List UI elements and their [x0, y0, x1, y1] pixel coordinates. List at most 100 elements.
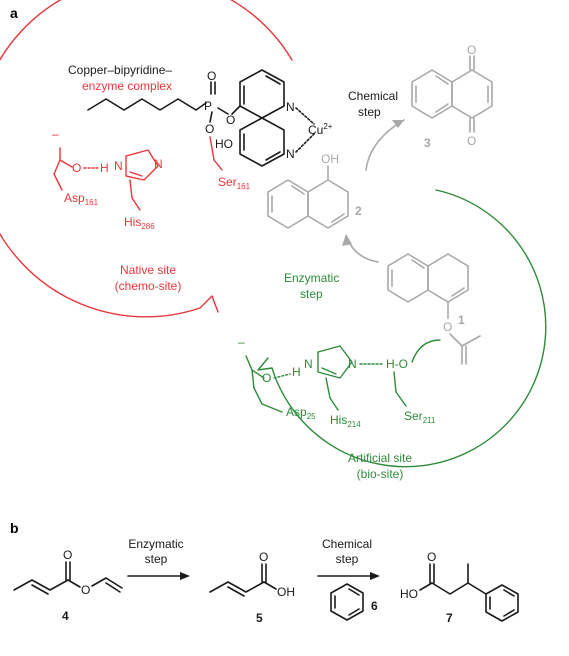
- upper-ring-to-oxygen: [231, 105, 241, 115]
- his214-inner-bond: [321, 367, 337, 375]
- naphthoquinone-quinone-ring: [451, 69, 493, 119]
- asp25-carbonyl-bond: [251, 369, 255, 389]
- compound-4-vinyl-double: [105, 582, 121, 593]
- his286-nitrogen-1: N: [114, 159, 123, 173]
- his214-nitrogen-2: N: [348, 357, 357, 371]
- panel-b-chemical-label-line1: Chemical: [322, 537, 372, 551]
- naphthyl-acetate-inner-bond-3: [451, 287, 465, 297]
- compound-5-oh-bond: [263, 581, 277, 590]
- p-o-aryl-bond: [217, 107, 229, 115]
- complex-label-line1: Copper–bipyridine–: [68, 63, 172, 77]
- native-site-label-line2: (chemo-site): [115, 279, 182, 293]
- his286-inner-bond: [129, 171, 143, 177]
- naphthyl-acetate-inner-bond-2: [411, 259, 425, 269]
- naphthol-hydroxyl: OH: [321, 152, 339, 166]
- artificial-site-label-line2: (bio-site): [357, 467, 404, 481]
- his214-imidazole-ring: [317, 345, 353, 379]
- bipyridine-ring-upper: [239, 69, 285, 119]
- benzene-double-3: [348, 608, 360, 616]
- his214-side-chain: [325, 377, 339, 411]
- p-o-ser-bond: [209, 111, 213, 123]
- compound-5-carbonyl-oxygen: O: [259, 550, 268, 564]
- compound-7-number: 7: [446, 611, 453, 625]
- naphthol-inner-bond-2: [291, 185, 305, 195]
- pyridine-nitrogen-upper: N: [286, 100, 295, 114]
- naphthoquinone-inner-bond-2: [435, 75, 449, 85]
- hexyl-chain: [87, 98, 197, 111]
- chemical-step-arrowhead: [392, 120, 404, 128]
- asp25-his214-hbond: [273, 373, 291, 379]
- naphthol-ring-right: [307, 179, 349, 229]
- native-site-label-line1: Native site: [120, 263, 176, 277]
- asp25-backbone: [253, 387, 283, 413]
- compound-5-hydroxyl: OH: [277, 585, 295, 599]
- nucleophilic-attack-arrow: [411, 339, 441, 363]
- asp161-negative-charge: –: [52, 127, 59, 141]
- naphthyl-acetate-ring-left: [387, 253, 429, 303]
- asp161-carboxyl-bond: [59, 147, 73, 168]
- cu-n-coordination-upper: [295, 107, 315, 125]
- ser211-label: Ser211: [404, 409, 436, 425]
- naphthol-ring-left: [267, 179, 309, 229]
- ser161-side-chain: [209, 136, 223, 171]
- bipyridine-hydroxyl: HO: [215, 137, 233, 151]
- panel-a-label: a: [10, 5, 18, 21]
- compound-4-alkene-double: [31, 584, 49, 595]
- benzene-ring: [330, 583, 364, 621]
- his214-label: His214: [330, 413, 361, 429]
- quinone-oxygen-top: O: [467, 43, 476, 57]
- compound-4-ester-oxygen: O: [81, 583, 90, 597]
- compound-2-number: 2: [355, 204, 362, 218]
- lower-ring-inner-bond-1: [265, 151, 281, 161]
- benzene-double-2: [348, 588, 360, 596]
- compound-4-vinyl: [91, 577, 123, 589]
- enzymatic-step-label-line1: Enzymatic: [284, 271, 339, 285]
- his286-label: His286: [124, 215, 155, 231]
- his286-nitrogen-2: N: [154, 157, 163, 171]
- pyridine-nitrogen-lower: N: [286, 147, 295, 161]
- compound-5-alkene-double: [227, 586, 245, 597]
- compound-5-number: 5: [256, 611, 263, 625]
- asp25-oxygen: O: [262, 371, 271, 385]
- panel-b-chemical-arrowhead: [370, 572, 380, 580]
- compound-7-chain: [431, 582, 469, 595]
- compound-6-number: 6: [371, 599, 378, 613]
- complex-label-line2: enzyme complex: [82, 79, 172, 93]
- ser211-side-chain: [393, 371, 407, 407]
- compound-7-oh-bond: [419, 582, 433, 591]
- panel-b-enzymatic-label-line2: step: [145, 552, 168, 566]
- aryl-ether-oxygen: O: [226, 113, 235, 127]
- his214-hydrogen: H: [292, 365, 301, 379]
- panel-b-enzymatic-arrowhead: [180, 572, 190, 580]
- naphthol-inner-bond-3: [331, 213, 345, 223]
- enzymatic-step-label-line2: step: [300, 287, 323, 301]
- his286-hydrogen: H: [100, 161, 109, 175]
- compound-5-chain: [209, 581, 265, 593]
- asp25-negative-charge: –: [238, 335, 245, 349]
- ser211-hydroxyl: H-O: [386, 357, 408, 371]
- asp25-label: Asp25: [286, 405, 316, 421]
- enzymatic-step-arrow: [347, 239, 379, 263]
- compound-7-phenyl-double-3: [503, 609, 515, 617]
- compound-7-phenyl-ring: [485, 584, 519, 622]
- acetyl-group: [449, 333, 481, 347]
- chain-to-p-bond: [195, 102, 207, 111]
- compound-3-number: 3: [424, 136, 431, 150]
- compound-4-number: 4: [62, 609, 69, 623]
- naphthoquinone-inner-bond-3: [435, 103, 449, 113]
- asp161-carbonyl-oxygen: O: [72, 161, 81, 175]
- compound-7-phenyl-bond: [467, 582, 487, 595]
- upper-ring-inner-bond-1: [265, 75, 281, 85]
- his286-side-chain: [129, 179, 141, 211]
- his286-imidazole-ring: [125, 149, 159, 181]
- phosphoryl-oxygen: O: [207, 69, 216, 83]
- panel-b-label: b: [10, 520, 19, 536]
- ser-ester-oxygen: O: [205, 122, 214, 136]
- compound-7-phenyl-double-2: [503, 589, 515, 597]
- artificial-site-label-line1: Artificial site: [348, 451, 412, 465]
- phosphorus-atom: P: [204, 99, 212, 113]
- compound-7-carbonyl-oxygen: O: [427, 550, 436, 564]
- panel-b-chemical-label-line2: step: [336, 552, 359, 566]
- his214-nitrogen-1: N: [304, 357, 313, 371]
